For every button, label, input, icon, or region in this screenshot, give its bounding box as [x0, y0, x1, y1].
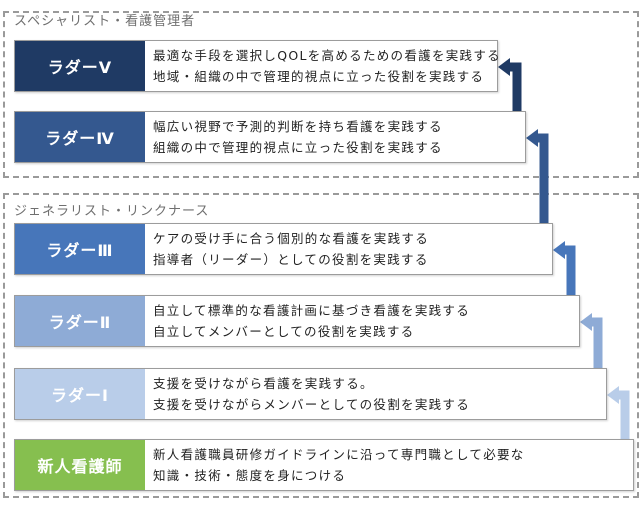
ladder-badge-1: ラダーⅠ	[15, 369, 145, 419]
arrow-3-to-4	[526, 129, 549, 223]
generalist-group	[3, 193, 639, 498]
ladder-badge-2: ラダーⅡ	[15, 296, 145, 346]
ladder-desc-5: 最適な手段を選択しQOLを高めるための看護を実践する地域・組織の中で管理的視点に…	[153, 48, 501, 84]
generalist-group-title: ジェネラリスト・リンクナース	[14, 204, 210, 219]
arrow-2-to-3	[553, 241, 576, 295]
ladder-badge-4: ラダーⅣ	[15, 112, 145, 162]
ladder-badge-3: ラダーⅢ	[15, 224, 145, 274]
ladder-row-4: ラダーⅣ 幅広い視野で予測的判断を持ち看護を実践する組織の中で管理的視点に立った…	[14, 111, 526, 163]
ladder-desc-4: 幅広い視野で予測的判断を持ち看護を実践する組織の中で管理的視点に立った役割を実践…	[153, 119, 443, 155]
arrow-4-to-5	[498, 58, 522, 129]
ladder-row-1: ラダーⅠ 支援を受けながら看護を実践する。支援を受けながらメンバーとしての役割を…	[14, 368, 607, 420]
ladder-desc-3: ケアの受け手に合う個別的な看護を実践する指導者（リーダー）としての役割を実践する	[153, 231, 430, 267]
ladder-row-new-nurse: 新人看護師 新人看護職員研修ガイドラインに沿って専門職として必要な知識・技術・態…	[14, 439, 634, 491]
ladder-badge-new-nurse: 新人看護師	[15, 440, 145, 490]
arrow-1-to-2	[580, 313, 603, 368]
ladder-badge-5: ラダーⅤ	[15, 41, 145, 91]
ladder-desc-1: 支援を受けながら看護を実践する。支援を受けながらメンバーとしての役割を実践する	[153, 376, 471, 412]
specialist-group	[3, 11, 639, 178]
ladder-desc-2: 自立して標準的な看護計画に基づき看護を実践する自立してメンバーとしての役割を実践…	[153, 303, 471, 339]
arrow-new-to-1	[607, 386, 630, 439]
ladder-row-2: ラダーⅡ 自立して標準的な看護計画に基づき看護を実践する自立してメンバーとしての…	[14, 295, 580, 347]
ladder-row-3: ラダーⅢ ケアの受け手に合う個別的な看護を実践する指導者（リーダー）としての役割…	[14, 223, 553, 275]
specialist-group-title: スペシャリスト・看護管理者	[14, 14, 196, 29]
ladder-row-5: ラダーⅤ 最適な手段を選択しQOLを高めるための看護を実践する地域・組織の中で管…	[14, 40, 501, 92]
ladder-desc-new-nurse: 新人看護職員研修ガイドラインに沿って専門職として必要な知識・技術・態度を身につけ…	[153, 447, 525, 483]
